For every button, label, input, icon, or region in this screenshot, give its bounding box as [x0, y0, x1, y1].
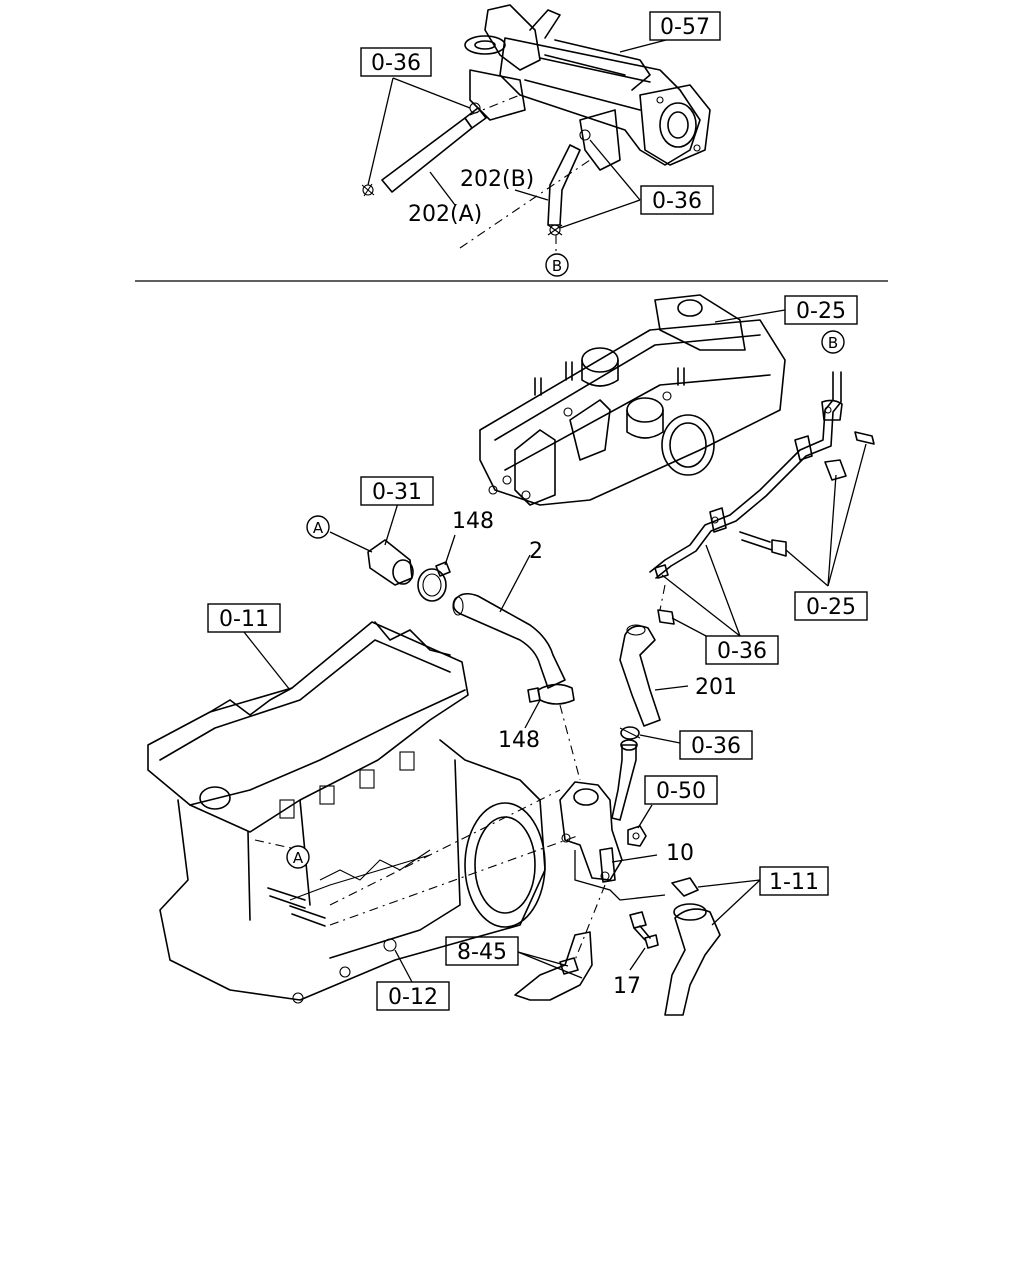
- callout-0-11: 0-11: [207, 603, 281, 633]
- callout-0-36-mid: 0-36: [705, 635, 779, 665]
- svg-text:1-11: 1-11: [769, 870, 819, 895]
- svg-text:0-36: 0-36: [691, 734, 741, 759]
- part-148-top-label: 148: [452, 509, 494, 534]
- part-202a-label: 202(A): [408, 202, 482, 227]
- marker-a-left: A: [306, 515, 330, 539]
- marker-b-top: B: [545, 253, 569, 277]
- svg-text:0-31: 0-31: [372, 480, 422, 505]
- callout-0-36-top-left: 0-36: [360, 47, 432, 77]
- thermostat-housing: [559, 739, 638, 883]
- part-201-label: 201: [695, 675, 737, 700]
- callout-0-36-lower: 0-36: [679, 730, 753, 760]
- svg-text:0-36: 0-36: [717, 639, 767, 664]
- callout-8-45: 8-45: [445, 936, 519, 966]
- marker-b-right: B: [821, 330, 845, 354]
- water-pipe: [649, 371, 843, 579]
- callout-0-12: 0-12: [376, 981, 450, 1011]
- svg-text:0-57: 0-57: [660, 15, 710, 40]
- svg-text:0-36: 0-36: [371, 51, 421, 76]
- svg-text:A: A: [293, 849, 304, 867]
- connector-0-31: [367, 539, 414, 586]
- part-10-label: 10: [666, 841, 694, 866]
- callout-0-25-right: 0-25: [794, 591, 868, 621]
- svg-text:0-36: 0-36: [652, 189, 702, 214]
- clip-0-36-lower: [619, 726, 641, 740]
- svg-text:B: B: [552, 257, 562, 275]
- hose-2: [452, 592, 566, 689]
- svg-text:0-11: 0-11: [219, 607, 269, 632]
- svg-text:B: B: [828, 334, 838, 352]
- engine-block: [147, 621, 546, 1004]
- part-202b-label: 202(B): [460, 167, 534, 192]
- callout-0-50: 0-50: [644, 775, 718, 805]
- callout-0-31: 0-31: [360, 476, 434, 506]
- callout-0-25-top: 0-25: [784, 295, 858, 325]
- callout-1-11: 1-11: [759, 866, 829, 896]
- clamp-148-top: [417, 561, 451, 602]
- part-17-label: 17: [613, 974, 641, 999]
- hose-1-11: [664, 877, 721, 1016]
- svg-text:A: A: [313, 519, 324, 537]
- svg-text:0-25: 0-25: [796, 299, 846, 324]
- callout-0-36-top-right: 0-36: [640, 185, 714, 215]
- part-2-label: 2: [529, 539, 543, 564]
- bolt-17: [629, 911, 659, 949]
- pipe-bolts: [654, 431, 875, 625]
- hose-201: [619, 624, 661, 727]
- intake-manifold-assembly: [479, 294, 786, 506]
- callout-0-57: 0-57: [649, 11, 721, 41]
- svg-text:0-50: 0-50: [656, 779, 706, 804]
- marker-a-engine: A: [286, 845, 310, 869]
- nut-0-50: [627, 825, 647, 847]
- hose-202b: [547, 129, 591, 236]
- part-148-bottom-label: 148: [498, 728, 540, 753]
- svg-text:0-12: 0-12: [388, 985, 438, 1010]
- svg-text:0-25: 0-25: [806, 595, 856, 620]
- svg-text:8-45: 8-45: [457, 940, 507, 965]
